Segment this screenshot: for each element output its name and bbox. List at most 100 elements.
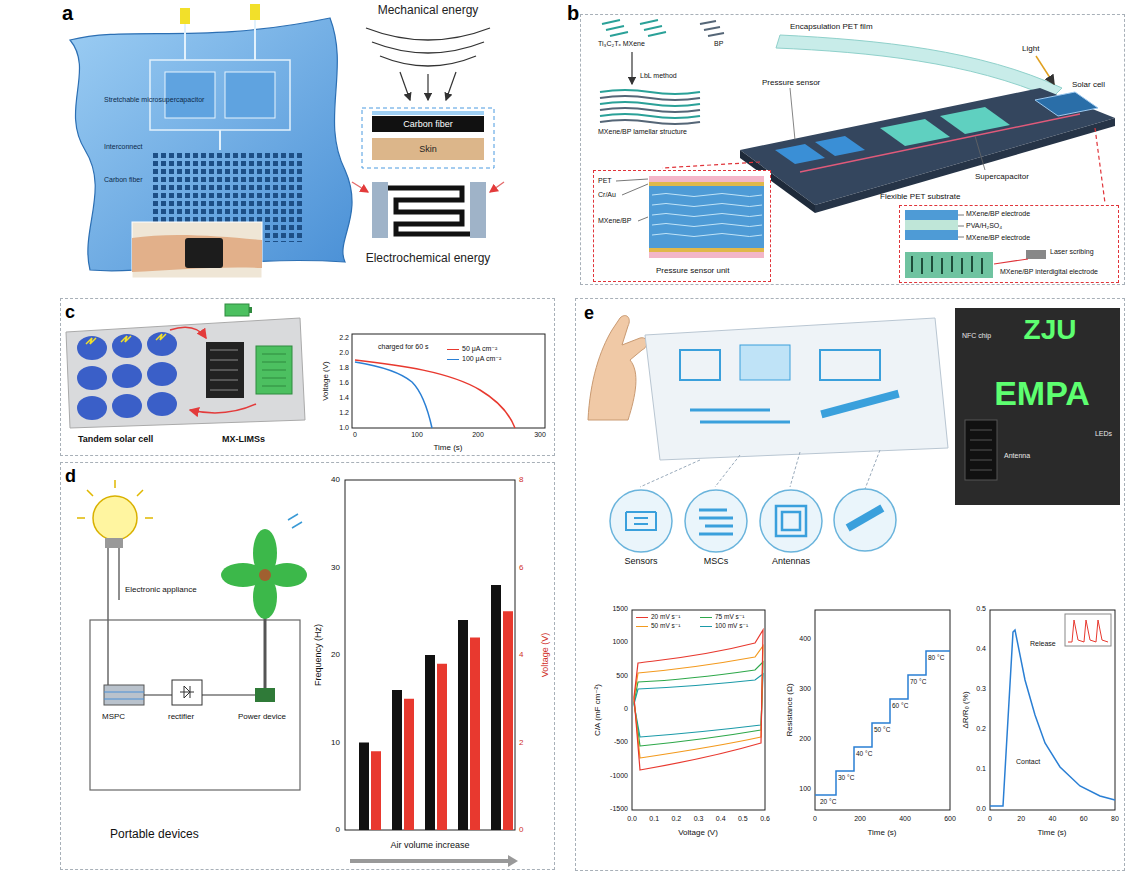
strain-chart <box>990 610 1115 810</box>
wearable-device <box>132 235 262 272</box>
mxene-bp-device <box>600 20 1115 213</box>
stretchable-electronics <box>680 350 720 380</box>
label-text: 2.0 <box>339 349 349 357</box>
stretchable-electronics <box>740 345 790 380</box>
legend-line-sample <box>700 617 712 618</box>
legend-text: 50 μA cm⁻² <box>462 345 497 352</box>
wind-harvesting-system <box>288 514 302 528</box>
label-text: 8 <box>519 475 523 484</box>
mxene-bp-device <box>800 114 1080 172</box>
wind-harvesting-system <box>255 688 275 702</box>
node-text: d <box>65 466 76 487</box>
panel-frame: bPETCr/AuMXene/BPPressure sensor unitMXe… <box>580 14 1125 285</box>
energy-schematic <box>400 72 410 100</box>
label-text: 0 <box>336 825 340 834</box>
label-text: Voltage (V) <box>321 361 330 401</box>
stretchable-electronics <box>588 308 1120 551</box>
cv-chart <box>634 630 763 770</box>
label-text: a <box>62 2 73 25</box>
sensor-circle <box>610 490 672 552</box>
node-text: PET <box>598 177 612 185</box>
panel-frame: d <box>60 462 555 870</box>
bar-chart <box>345 480 515 830</box>
energy-schematic <box>388 188 470 234</box>
component-circle: Antennas <box>758 488 824 572</box>
antenna-circle <box>760 490 822 552</box>
label-text: 0.3 <box>694 815 704 823</box>
supercapacitor-stack <box>1026 250 1046 259</box>
label-text: 1.8 <box>339 364 349 372</box>
label-text: 2.2 <box>339 334 349 342</box>
label-text: 1.0 <box>339 424 349 432</box>
label-text: 400 <box>799 635 811 643</box>
node-text: e <box>584 303 594 324</box>
label-text: 80 <box>1111 815 1119 823</box>
label-text: MXene/BP lamellar structure <box>598 128 687 136</box>
label-text: Resistance (Ω) <box>785 683 794 736</box>
label-text: -500 <box>614 738 628 746</box>
label-text: 50 °C <box>874 726 890 733</box>
label-text: Voltage (V) <box>540 633 550 678</box>
node-text: MXene/BP electrode <box>966 210 1030 218</box>
resistance-chart <box>815 651 950 795</box>
label-text: rectifier <box>168 712 194 721</box>
stretchable-electronics <box>965 420 997 480</box>
supercapacitor-stack <box>905 220 958 230</box>
label-text: Contact <box>1016 758 1040 766</box>
node-text: Cr/Au <box>598 191 616 199</box>
label-text: LbL method <box>640 72 677 80</box>
label-text: 0.0 <box>976 805 986 813</box>
label-text: Tandem solar cell <box>78 434 153 444</box>
energy-schematic <box>446 72 456 100</box>
wearable-device <box>225 72 275 118</box>
bar-chart <box>359 743 369 831</box>
wind-harvesting-system <box>93 496 137 540</box>
label-text: 0.2 <box>671 815 681 823</box>
discharge-chart <box>355 362 432 428</box>
antenna-circle <box>758 488 824 554</box>
mxene-bp-device <box>790 88 795 140</box>
wind-harvesting-system <box>172 680 202 705</box>
pressure-sensor-stack <box>594 171 769 280</box>
energy-schematic <box>470 182 486 238</box>
label-text: Carbon fiber <box>104 176 143 184</box>
solar-storage-system <box>66 304 305 428</box>
mxene-bp-device <box>975 136 985 170</box>
label-text: 100 <box>411 431 423 439</box>
label-text: Mechanical energy <box>378 4 479 18</box>
label-text: 70 °C <box>910 678 926 685</box>
label-text: ΔR/R₀ (%) <box>961 691 970 728</box>
label-text: 20 <box>331 650 340 659</box>
wind-harvesting-system <box>180 686 194 698</box>
bar-chart <box>350 859 508 863</box>
discharge-chart <box>352 334 545 428</box>
label-text: Time (s) <box>867 828 896 837</box>
energy-schematic <box>380 56 476 66</box>
pressure-sensor-stack <box>652 194 762 237</box>
node-text: MSCs <box>704 556 729 566</box>
node-text: Carbon fiber <box>403 119 453 129</box>
label-text: MSPC <box>102 712 125 721</box>
wearable-device <box>70 4 352 278</box>
label-text: 0 <box>988 815 992 823</box>
label-text: C/A (mF cm⁻²) <box>593 684 602 736</box>
mxene-bp-device <box>880 119 950 146</box>
stretchable-electronics <box>834 489 896 551</box>
node-text: MXene/BP electrode <box>966 234 1030 242</box>
label-text: MX-LIMSs <box>222 434 265 444</box>
node-text: Skin <box>419 144 437 154</box>
strain-chart <box>1065 614 1111 646</box>
label-text: 40 <box>1049 815 1057 823</box>
pressure-sensor-stack <box>649 248 764 252</box>
energy-schematic <box>366 28 490 40</box>
legend-line-sample <box>636 626 648 627</box>
solar-storage-system <box>170 327 206 338</box>
label-text: EMPA <box>994 374 1090 413</box>
label-text: Light <box>1022 44 1039 53</box>
strain-chart <box>990 610 1115 810</box>
supercapacitor-stack <box>905 230 958 240</box>
wearable-device <box>180 8 190 24</box>
solar-storage-system <box>86 334 166 344</box>
supercapacitor-stack <box>958 215 964 237</box>
energy-schematic <box>352 28 504 238</box>
